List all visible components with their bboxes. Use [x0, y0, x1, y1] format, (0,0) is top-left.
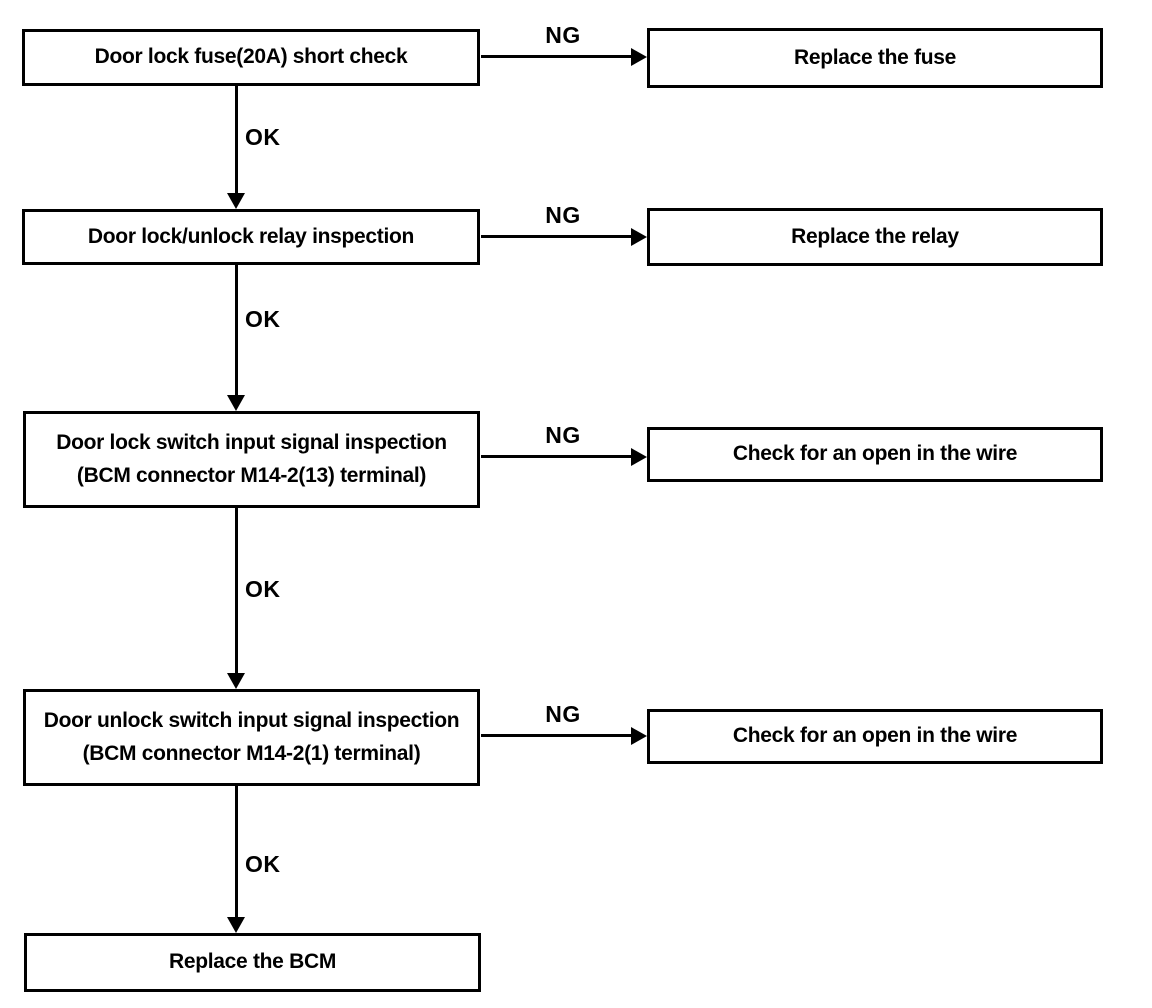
- step-label-line2: (BCM connector M14-2(13) terminal): [76, 463, 427, 487]
- step-label: Replace the BCM: [168, 950, 337, 974]
- step-box-lock-switch-signal: Door lock switch input signal inspection…: [23, 411, 480, 508]
- result-box-replace-fuse: Replace the fuse: [647, 28, 1103, 88]
- arrow-line: [481, 235, 633, 238]
- flow-arrow-down-2: [227, 265, 246, 411]
- ng-label-4: NG: [545, 701, 581, 727]
- ok-label-1: OK: [245, 124, 281, 150]
- step-label-line2: (BCM connector M14-2(1) terminal): [82, 741, 421, 765]
- arrow-head-icon: [227, 917, 245, 933]
- flow-arrow-down-3: [227, 508, 246, 689]
- ok-label-4: OK: [245, 851, 281, 877]
- arrow-head-icon: [631, 48, 647, 66]
- arrow-line: [481, 55, 633, 58]
- result-label: Replace the relay: [791, 224, 959, 248]
- arrow-head-icon: [227, 193, 245, 209]
- ok-label-3: OK: [245, 576, 281, 602]
- step-box-relay-inspection: Door lock/unlock relay inspection: [22, 209, 480, 265]
- result-box-open-wire-lock: Check for an open in the wire: [647, 427, 1103, 482]
- result-box-replace-relay: Replace the relay: [647, 208, 1103, 266]
- flow-arrow-right-1: [481, 48, 647, 66]
- arrow-head-icon: [631, 228, 647, 246]
- result-label: Check for an open in the wire: [732, 724, 1018, 748]
- step-box-replace-bcm: Replace the BCM: [24, 933, 481, 992]
- step-label: Door lock fuse(20A) short check: [94, 45, 408, 69]
- arrow-head-icon: [631, 727, 647, 745]
- result-box-open-wire-unlock: Check for an open in the wire: [647, 709, 1103, 764]
- ng-label-3: NG: [545, 422, 581, 448]
- flow-arrow-down-4: [227, 786, 246, 933]
- arrow-line: [235, 786, 238, 919]
- ng-label-2: NG: [545, 202, 581, 228]
- step-label-line1: Door lock switch input signal inspection: [56, 430, 447, 454]
- flow-arrow-down-1: [227, 86, 246, 209]
- flow-arrow-right-3: [481, 448, 647, 466]
- ok-label-2: OK: [245, 306, 281, 332]
- step-box-unlock-switch-signal: Door unlock switch input signal inspecti…: [23, 689, 480, 786]
- result-label: Check for an open in the wire: [732, 442, 1018, 466]
- result-label: Replace the fuse: [793, 45, 957, 69]
- step-label: Door lock/unlock relay inspection: [87, 224, 415, 248]
- arrow-line: [235, 86, 238, 195]
- step-box-fuse-check: Door lock fuse(20A) short check: [22, 29, 480, 86]
- arrow-line: [481, 734, 633, 737]
- flow-arrow-right-2: [481, 228, 647, 246]
- arrow-head-icon: [631, 448, 647, 466]
- arrow-head-icon: [227, 673, 245, 689]
- arrow-head-icon: [227, 395, 245, 411]
- step-label-line1: Door unlock switch input signal inspecti…: [43, 708, 460, 732]
- ng-label-1: NG: [545, 22, 581, 48]
- flow-arrow-right-4: [481, 727, 647, 745]
- arrow-line: [235, 265, 238, 397]
- arrow-line: [481, 455, 633, 458]
- arrow-line: [235, 508, 238, 675]
